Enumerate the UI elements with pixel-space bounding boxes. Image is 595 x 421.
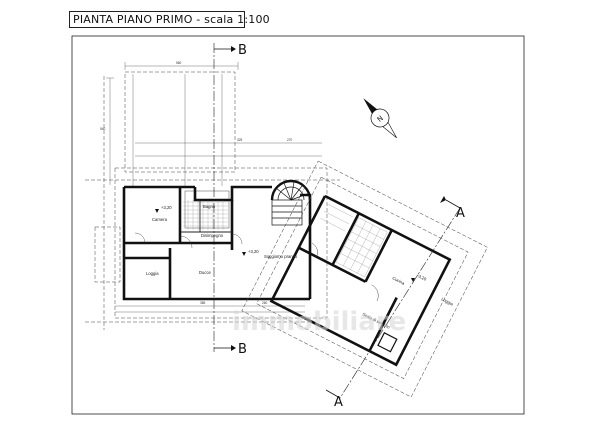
watermark: immobiliare: [232, 307, 406, 337]
dim-mid-1: 325: [237, 138, 243, 142]
dim-left-height: 540: [100, 127, 106, 131]
level-cucina: +3,20: [416, 272, 428, 282]
room-cucina: Cucina: [392, 275, 406, 286]
door-swings-left: [134, 232, 243, 249]
level-camera: +3,20: [161, 205, 172, 210]
level-soggiorno: +3,20: [248, 249, 259, 254]
bagno-tiles: [183, 200, 228, 230]
room-camera-left: Camera: [152, 217, 168, 222]
dim-mid-2: 270: [287, 138, 293, 142]
room-loggia-right: Loggia: [441, 296, 455, 306]
level-markers: [155, 209, 415, 282]
room-ducce: Ducce: [199, 270, 212, 275]
sheet-frame: [71, 35, 525, 415]
right-block: [241, 160, 488, 398]
room-disimpegno: Disimpegno: [201, 233, 224, 238]
section-b-label-top: B: [238, 43, 247, 58]
spiral-staircase: [270, 179, 312, 226]
partitions-left: [180, 190, 232, 233]
room-soggiorno: Soggiorno pranzo: [264, 254, 298, 259]
dim-top-span: 560: [176, 61, 182, 65]
dim-bottom-1: 385: [200, 301, 206, 305]
section-b-label-bottom: B: [238, 342, 247, 357]
svg-text:N: N: [376, 114, 385, 124]
room-bagno: Bagno: [203, 204, 216, 209]
room-loggia-left: Loggia: [146, 271, 159, 276]
section-a-label-top: A: [456, 206, 465, 221]
dim-bottom-2: 260: [262, 301, 268, 305]
section-a-label-bottom: A: [334, 395, 343, 410]
section-line-b: [213, 43, 236, 352]
roof-outline: [85, 71, 340, 330]
section-line-a: [325, 196, 461, 399]
dimension-lines: [106, 62, 322, 313]
north-arrow-icon: N: [363, 98, 397, 139]
drawing-title: PIANTA PIANO PRIMO - scala 1:100: [69, 11, 270, 28]
